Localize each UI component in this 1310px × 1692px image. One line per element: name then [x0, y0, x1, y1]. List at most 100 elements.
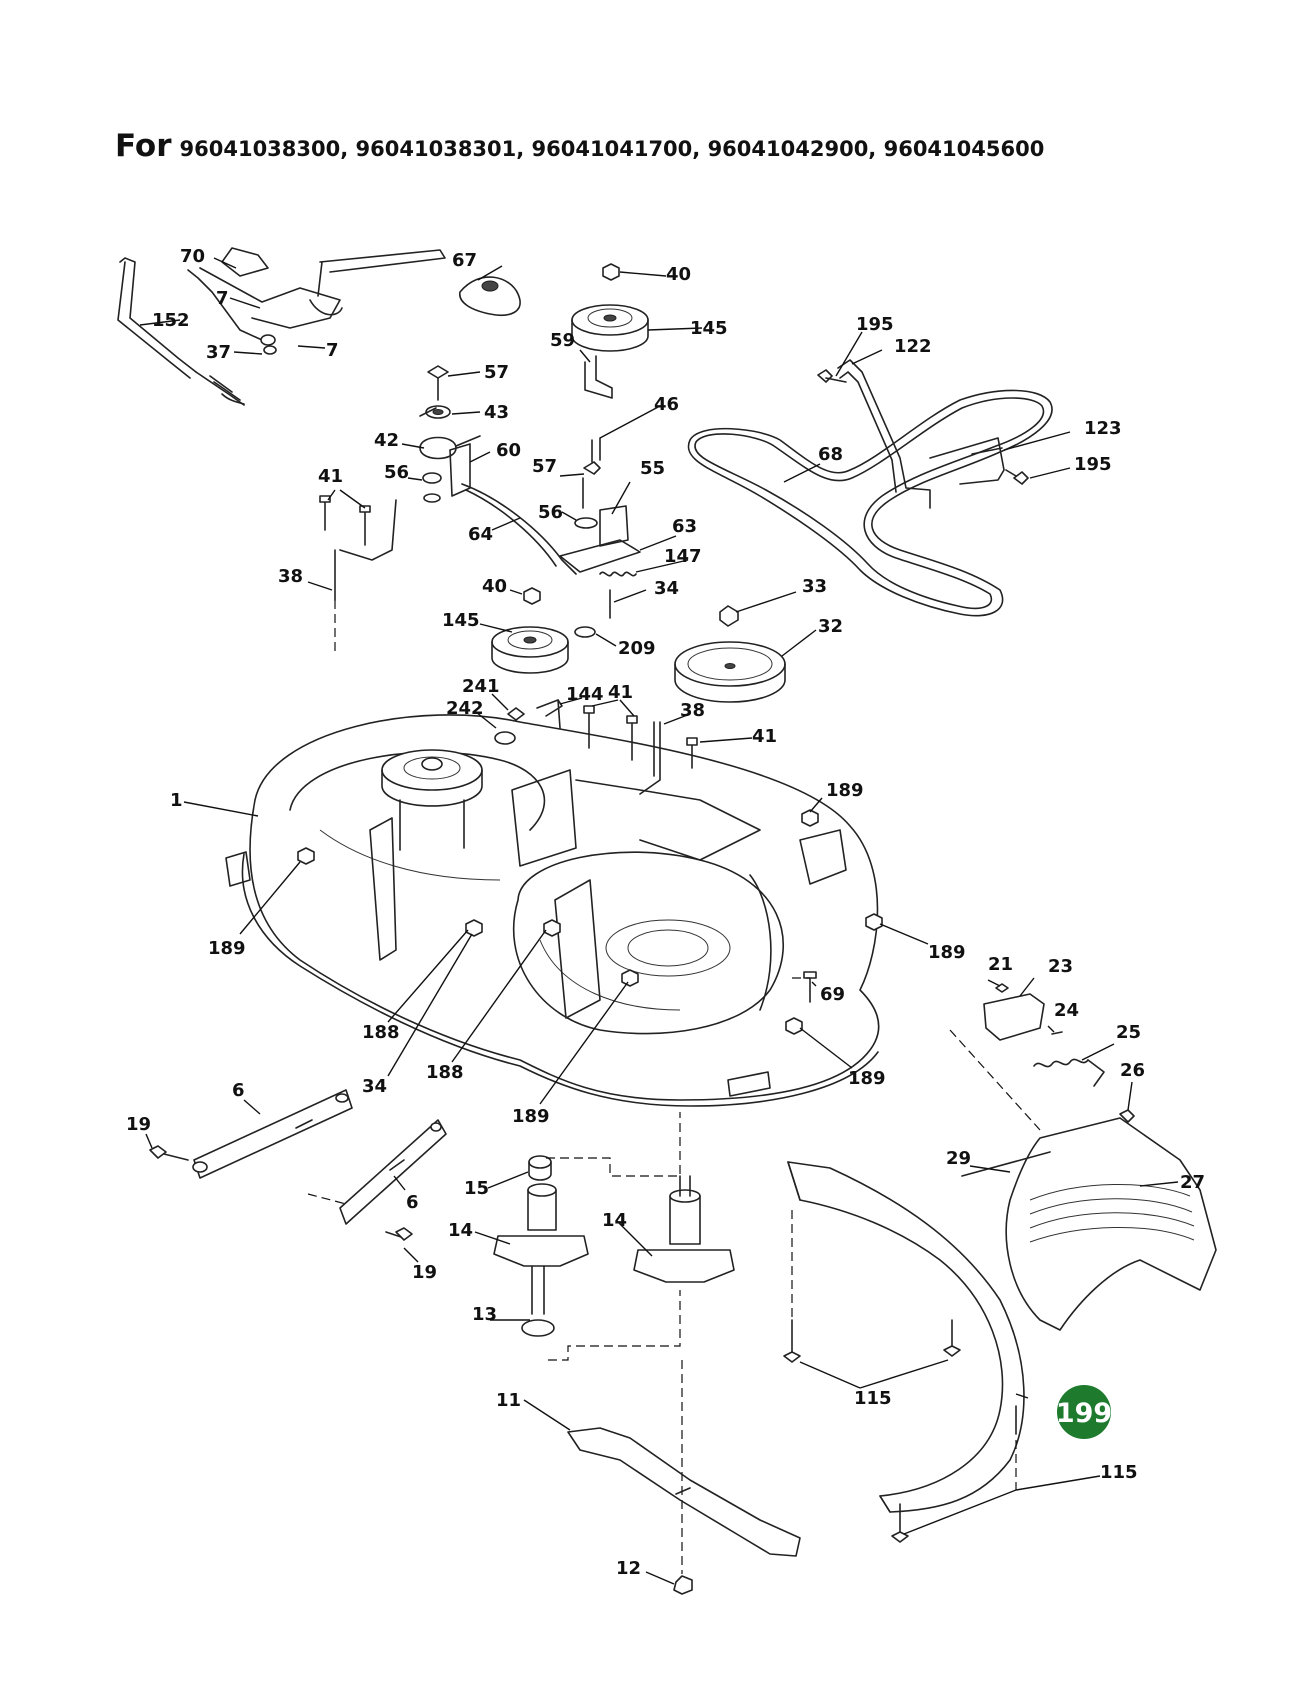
- callout[interactable]: 188: [362, 1022, 400, 1043]
- callout[interactable]: 38: [680, 700, 705, 721]
- part-drawings: [117, 247, 1217, 1595]
- idler-pulley-upper: [571, 263, 649, 352]
- callout[interactable]: 241: [462, 676, 500, 697]
- callout[interactable]: 40: [666, 264, 691, 285]
- callout[interactable]: 195: [856, 314, 894, 335]
- callout[interactable]: 34: [654, 578, 679, 599]
- callout[interactable]: 189: [208, 938, 246, 959]
- callout[interactable]: 147: [664, 546, 702, 567]
- callout[interactable]: 57: [532, 456, 557, 477]
- callout[interactable]: 122: [894, 336, 932, 357]
- callout[interactable]: 242: [446, 698, 484, 719]
- title-prefix: For: [115, 128, 172, 164]
- bolts-top: [319, 437, 601, 546]
- callout[interactable]: 6: [232, 1080, 245, 1101]
- mower-deck: [225, 407, 880, 1107]
- callout[interactable]: 123: [1084, 418, 1122, 439]
- discharge-chute: [961, 1117, 1217, 1331]
- callout[interactable]: 38: [278, 566, 303, 587]
- callout[interactable]: 13: [472, 1304, 497, 1325]
- callout[interactable]: 46: [654, 394, 679, 415]
- highlight-label: 199: [1056, 1398, 1112, 1429]
- callout[interactable]: 43: [484, 402, 509, 423]
- callout[interactable]: 69: [820, 984, 845, 1005]
- callout[interactable]: 195: [1074, 454, 1112, 475]
- callout[interactable]: 56: [538, 502, 563, 523]
- callout[interactable]: 41: [318, 466, 343, 487]
- callout[interactable]: 115: [854, 1388, 892, 1409]
- flange-nuts: [297, 809, 883, 1035]
- callout[interactable]: 11: [496, 1390, 521, 1411]
- callout[interactable]: 189: [848, 1068, 886, 1089]
- knob-cover: [459, 276, 521, 316]
- model-numbers: 96041038300, 96041038301, 96041041700, 9…: [179, 137, 1045, 161]
- spring-stack: [419, 365, 481, 503]
- callout[interactable]: 57: [484, 362, 509, 383]
- callout[interactable]: 145: [690, 318, 728, 339]
- callout[interactable]: 188: [426, 1062, 464, 1083]
- callout[interactable]: 56: [384, 462, 409, 483]
- idler-arm: [559, 505, 641, 638]
- callout[interactable]: 68: [818, 444, 843, 465]
- spindle-assemblies: [493, 1112, 735, 1574]
- callout[interactable]: 189: [826, 780, 864, 801]
- callout[interactable]: 6: [406, 1192, 419, 1213]
- callout[interactable]: 19: [126, 1114, 151, 1135]
- callout[interactable]: 67: [452, 250, 477, 271]
- callout[interactable]: 41: [752, 726, 777, 747]
- callout[interactable]: 1: [170, 790, 183, 811]
- callout[interactable]: 19: [412, 1262, 437, 1283]
- callout[interactable]: 41: [608, 682, 633, 703]
- callout[interactable]: 27: [1180, 1172, 1205, 1193]
- callout[interactable]: 15: [464, 1178, 489, 1199]
- deck-top-hardware: [494, 699, 698, 795]
- leader-lines: [139, 257, 1179, 1585]
- callout[interactable]: 23: [1048, 956, 1073, 977]
- highlight-circle: [1057, 1385, 1111, 1439]
- callout[interactable]: 29: [946, 1148, 971, 1169]
- callout[interactable]: 70: [180, 246, 205, 267]
- callout[interactable]: 37: [206, 342, 231, 363]
- drive-pulley-32: [674, 605, 786, 703]
- callout[interactable]: 34: [362, 1076, 387, 1097]
- callout[interactable]: 26: [1120, 1060, 1145, 1081]
- callout[interactable]: 42: [374, 430, 399, 451]
- callout[interactable]: 24: [1054, 1000, 1079, 1021]
- callout[interactable]: 7: [326, 340, 339, 361]
- callout[interactable]: 115: [1100, 1462, 1138, 1483]
- callout[interactable]: 144: [566, 684, 604, 705]
- callout[interactable]: 7: [216, 288, 229, 309]
- callout[interactable]: 209: [618, 638, 656, 659]
- callout[interactable]: 55: [640, 458, 665, 479]
- belt-guide: [817, 359, 1029, 509]
- callout[interactable]: 64: [468, 524, 493, 545]
- callout-labels: 70 67 40 145 7 152 37 7 59 57 43 46 195 …: [126, 246, 1205, 1579]
- idler-pulley-lower: [491, 587, 569, 674]
- rod-and-bracket: [449, 443, 577, 575]
- callout[interactable]: 189: [928, 942, 966, 963]
- callout[interactable]: 21: [988, 954, 1013, 975]
- callout[interactable]: 25: [1116, 1022, 1141, 1043]
- callout[interactable]: 152: [152, 310, 190, 331]
- control-lever-assembly: [117, 247, 446, 406]
- bracket: [584, 355, 613, 399]
- callout[interactable]: 12: [616, 1558, 641, 1579]
- callout[interactable]: 59: [550, 330, 575, 351]
- lift-rod-left: [334, 499, 397, 601]
- highlighted-part-callout[interactable]: 199: [1015, 1385, 1112, 1439]
- parts-diagram-title: For 96041038300, 96041038301, 96041041700…: [115, 128, 1044, 164]
- deck-braces: [149, 1089, 447, 1241]
- callout[interactable]: 145: [442, 610, 480, 631]
- callout[interactable]: 189: [512, 1106, 550, 1127]
- callout[interactable]: 40: [482, 576, 507, 597]
- callout[interactable]: 63: [672, 516, 697, 537]
- mower-blade: [567, 1427, 801, 1595]
- drive-belt: [687, 389, 1053, 617]
- callout[interactable]: 33: [802, 576, 827, 597]
- chute-hardware: [949, 983, 1135, 1131]
- callout[interactable]: 60: [496, 440, 521, 461]
- callout[interactable]: 32: [818, 616, 843, 637]
- callout[interactable]: 14: [448, 1220, 473, 1241]
- callout[interactable]: 14: [602, 1210, 627, 1231]
